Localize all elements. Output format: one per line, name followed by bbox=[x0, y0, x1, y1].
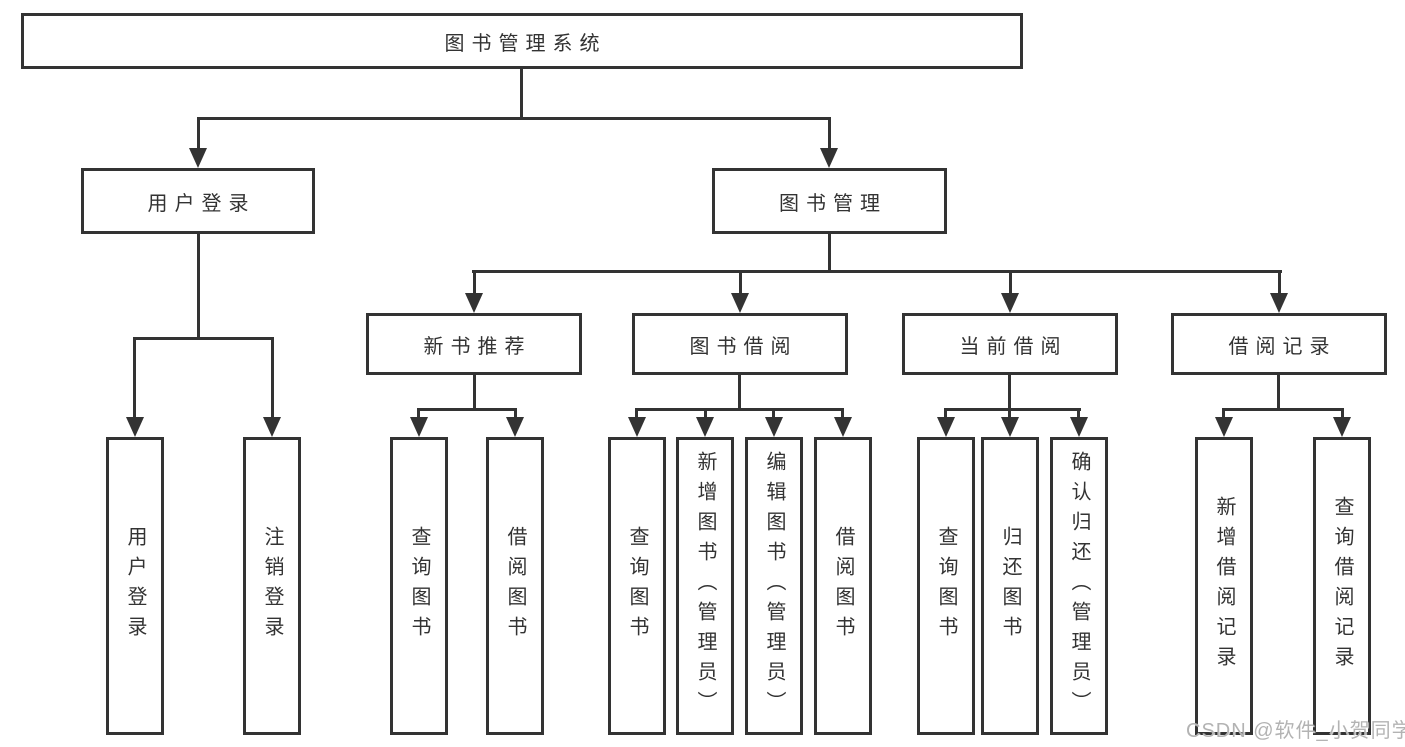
node-current-borrowing: 当前借阅 bbox=[902, 313, 1118, 375]
arrowhead-down-icon bbox=[189, 148, 207, 168]
leaf-user-login: 用户登录 bbox=[106, 437, 164, 735]
node-current-borrowing-label: 当前借阅 bbox=[959, 335, 1068, 358]
connector-line bbox=[197, 117, 200, 151]
connector-line bbox=[635, 408, 844, 411]
connector-line bbox=[1008, 408, 1011, 420]
leaf-br-query-borrow-record-label: 查询借阅记录 bbox=[1331, 496, 1353, 676]
connector-line bbox=[772, 408, 775, 420]
node-book-borrowing-label: 图书借阅 bbox=[689, 335, 798, 358]
arrowhead-down-icon bbox=[696, 417, 714, 437]
arrowhead-down-icon bbox=[731, 293, 749, 313]
leaf-logout: 注销登录 bbox=[243, 437, 301, 735]
connector-line bbox=[197, 234, 200, 337]
connector-line bbox=[944, 408, 1081, 411]
leaf-bb-add-book-admin-label: 新增图书（管理员） bbox=[694, 451, 716, 721]
arrowhead-down-icon bbox=[465, 293, 483, 313]
arrowhead-down-icon bbox=[1215, 417, 1233, 437]
leaf-logout-label: 注销登录 bbox=[261, 526, 283, 646]
connector-line bbox=[473, 375, 476, 408]
leaf-cb-query-books: 查询图书 bbox=[917, 437, 975, 735]
connector-line bbox=[1341, 408, 1344, 420]
leaf-bb-borrow-books: 借阅图书 bbox=[814, 437, 872, 735]
leaf-nb-query-books: 查询图书 bbox=[390, 437, 448, 735]
connector-line bbox=[417, 408, 517, 411]
connector-line bbox=[1009, 270, 1012, 295]
connector-line bbox=[133, 337, 136, 419]
node-borrowing-records-label: 借阅记录 bbox=[1228, 335, 1337, 358]
connector-line bbox=[1077, 408, 1080, 420]
connector-line bbox=[1277, 375, 1280, 408]
arrowhead-down-icon bbox=[126, 417, 144, 437]
connector-line bbox=[738, 375, 741, 408]
connector-line bbox=[133, 337, 274, 340]
leaf-cb-confirm-return-admin: 确认归还（管理员） bbox=[1050, 437, 1108, 735]
leaf-bb-add-book-admin: 新增图书（管理员） bbox=[676, 437, 734, 735]
connector-line bbox=[944, 408, 947, 420]
leaf-br-add-borrow-record-label: 新增借阅记录 bbox=[1213, 496, 1235, 676]
node-book-borrowing: 图书借阅 bbox=[632, 313, 848, 375]
arrowhead-down-icon bbox=[1070, 417, 1088, 437]
node-user-login: 用户登录 bbox=[81, 168, 315, 234]
connector-line bbox=[1008, 375, 1011, 408]
connector-line bbox=[841, 408, 844, 420]
connector-line bbox=[828, 117, 831, 151]
connector-line bbox=[514, 408, 517, 420]
arrowhead-down-icon bbox=[410, 417, 428, 437]
connector-line bbox=[473, 270, 476, 295]
node-book-management: 图书管理 bbox=[712, 168, 947, 234]
leaf-cb-return-books-label: 归还图书 bbox=[999, 526, 1021, 646]
node-user-login-label: 用户登录 bbox=[147, 192, 256, 215]
node-library-management-system: 图书管理系统 bbox=[21, 13, 1023, 69]
connector-line bbox=[520, 69, 523, 117]
leaf-bb-borrow-books-label: 借阅图书 bbox=[832, 526, 854, 646]
arrowhead-down-icon bbox=[263, 417, 281, 437]
node-library-management-system-label: 图书管理系统 bbox=[444, 32, 607, 55]
leaf-bb-edit-book-admin-label: 编辑图书（管理员） bbox=[763, 451, 785, 721]
arrowhead-down-icon bbox=[628, 417, 646, 437]
connector-line bbox=[828, 234, 831, 272]
connector-line bbox=[1278, 270, 1281, 295]
leaf-br-query-borrow-record: 查询借阅记录 bbox=[1313, 437, 1371, 735]
node-new-book-recommendation-label: 新书推荐 bbox=[423, 335, 532, 358]
leaf-cb-confirm-return-admin-label: 确认归还（管理员） bbox=[1068, 451, 1090, 721]
arrowhead-down-icon bbox=[937, 417, 955, 437]
leaf-bb-edit-book-admin: 编辑图书（管理员） bbox=[745, 437, 803, 735]
connector-line bbox=[739, 270, 742, 295]
arrowhead-down-icon bbox=[1001, 417, 1019, 437]
leaf-br-add-borrow-record: 新增借阅记录 bbox=[1195, 437, 1253, 735]
connector-line bbox=[635, 408, 638, 420]
arrowhead-down-icon bbox=[1001, 293, 1019, 313]
arrowhead-down-icon bbox=[506, 417, 524, 437]
connector-line bbox=[271, 337, 274, 419]
connector-line bbox=[197, 117, 831, 120]
node-book-management-label: 图书管理 bbox=[779, 192, 887, 215]
leaf-user-login-label: 用户登录 bbox=[124, 526, 146, 646]
connector-line bbox=[1222, 408, 1344, 411]
leaf-nb-borrow-books-label: 借阅图书 bbox=[504, 526, 526, 646]
csdn-watermark: CSDN @软件_小贺同学 bbox=[1186, 720, 1405, 742]
arrowhead-down-icon bbox=[834, 417, 852, 437]
connector-line bbox=[417, 408, 420, 420]
leaf-cb-query-books-label: 查询图书 bbox=[935, 526, 957, 646]
connector-line bbox=[472, 270, 1282, 273]
leaf-bb-query-books: 查询图书 bbox=[608, 437, 666, 735]
node-borrowing-records: 借阅记录 bbox=[1171, 313, 1387, 375]
leaf-nb-borrow-books: 借阅图书 bbox=[486, 437, 544, 735]
leaf-nb-query-books-label: 查询图书 bbox=[408, 526, 430, 646]
connector-line bbox=[1222, 408, 1225, 420]
arrowhead-down-icon bbox=[1333, 417, 1351, 437]
arrowhead-down-icon bbox=[820, 148, 838, 168]
leaf-bb-query-books-label: 查询图书 bbox=[626, 526, 648, 646]
arrowhead-down-icon bbox=[1270, 293, 1288, 313]
arrowhead-down-icon bbox=[765, 417, 783, 437]
node-new-book-recommendation: 新书推荐 bbox=[366, 313, 582, 375]
leaf-cb-return-books: 归还图书 bbox=[981, 437, 1039, 735]
connector-line bbox=[704, 408, 707, 420]
